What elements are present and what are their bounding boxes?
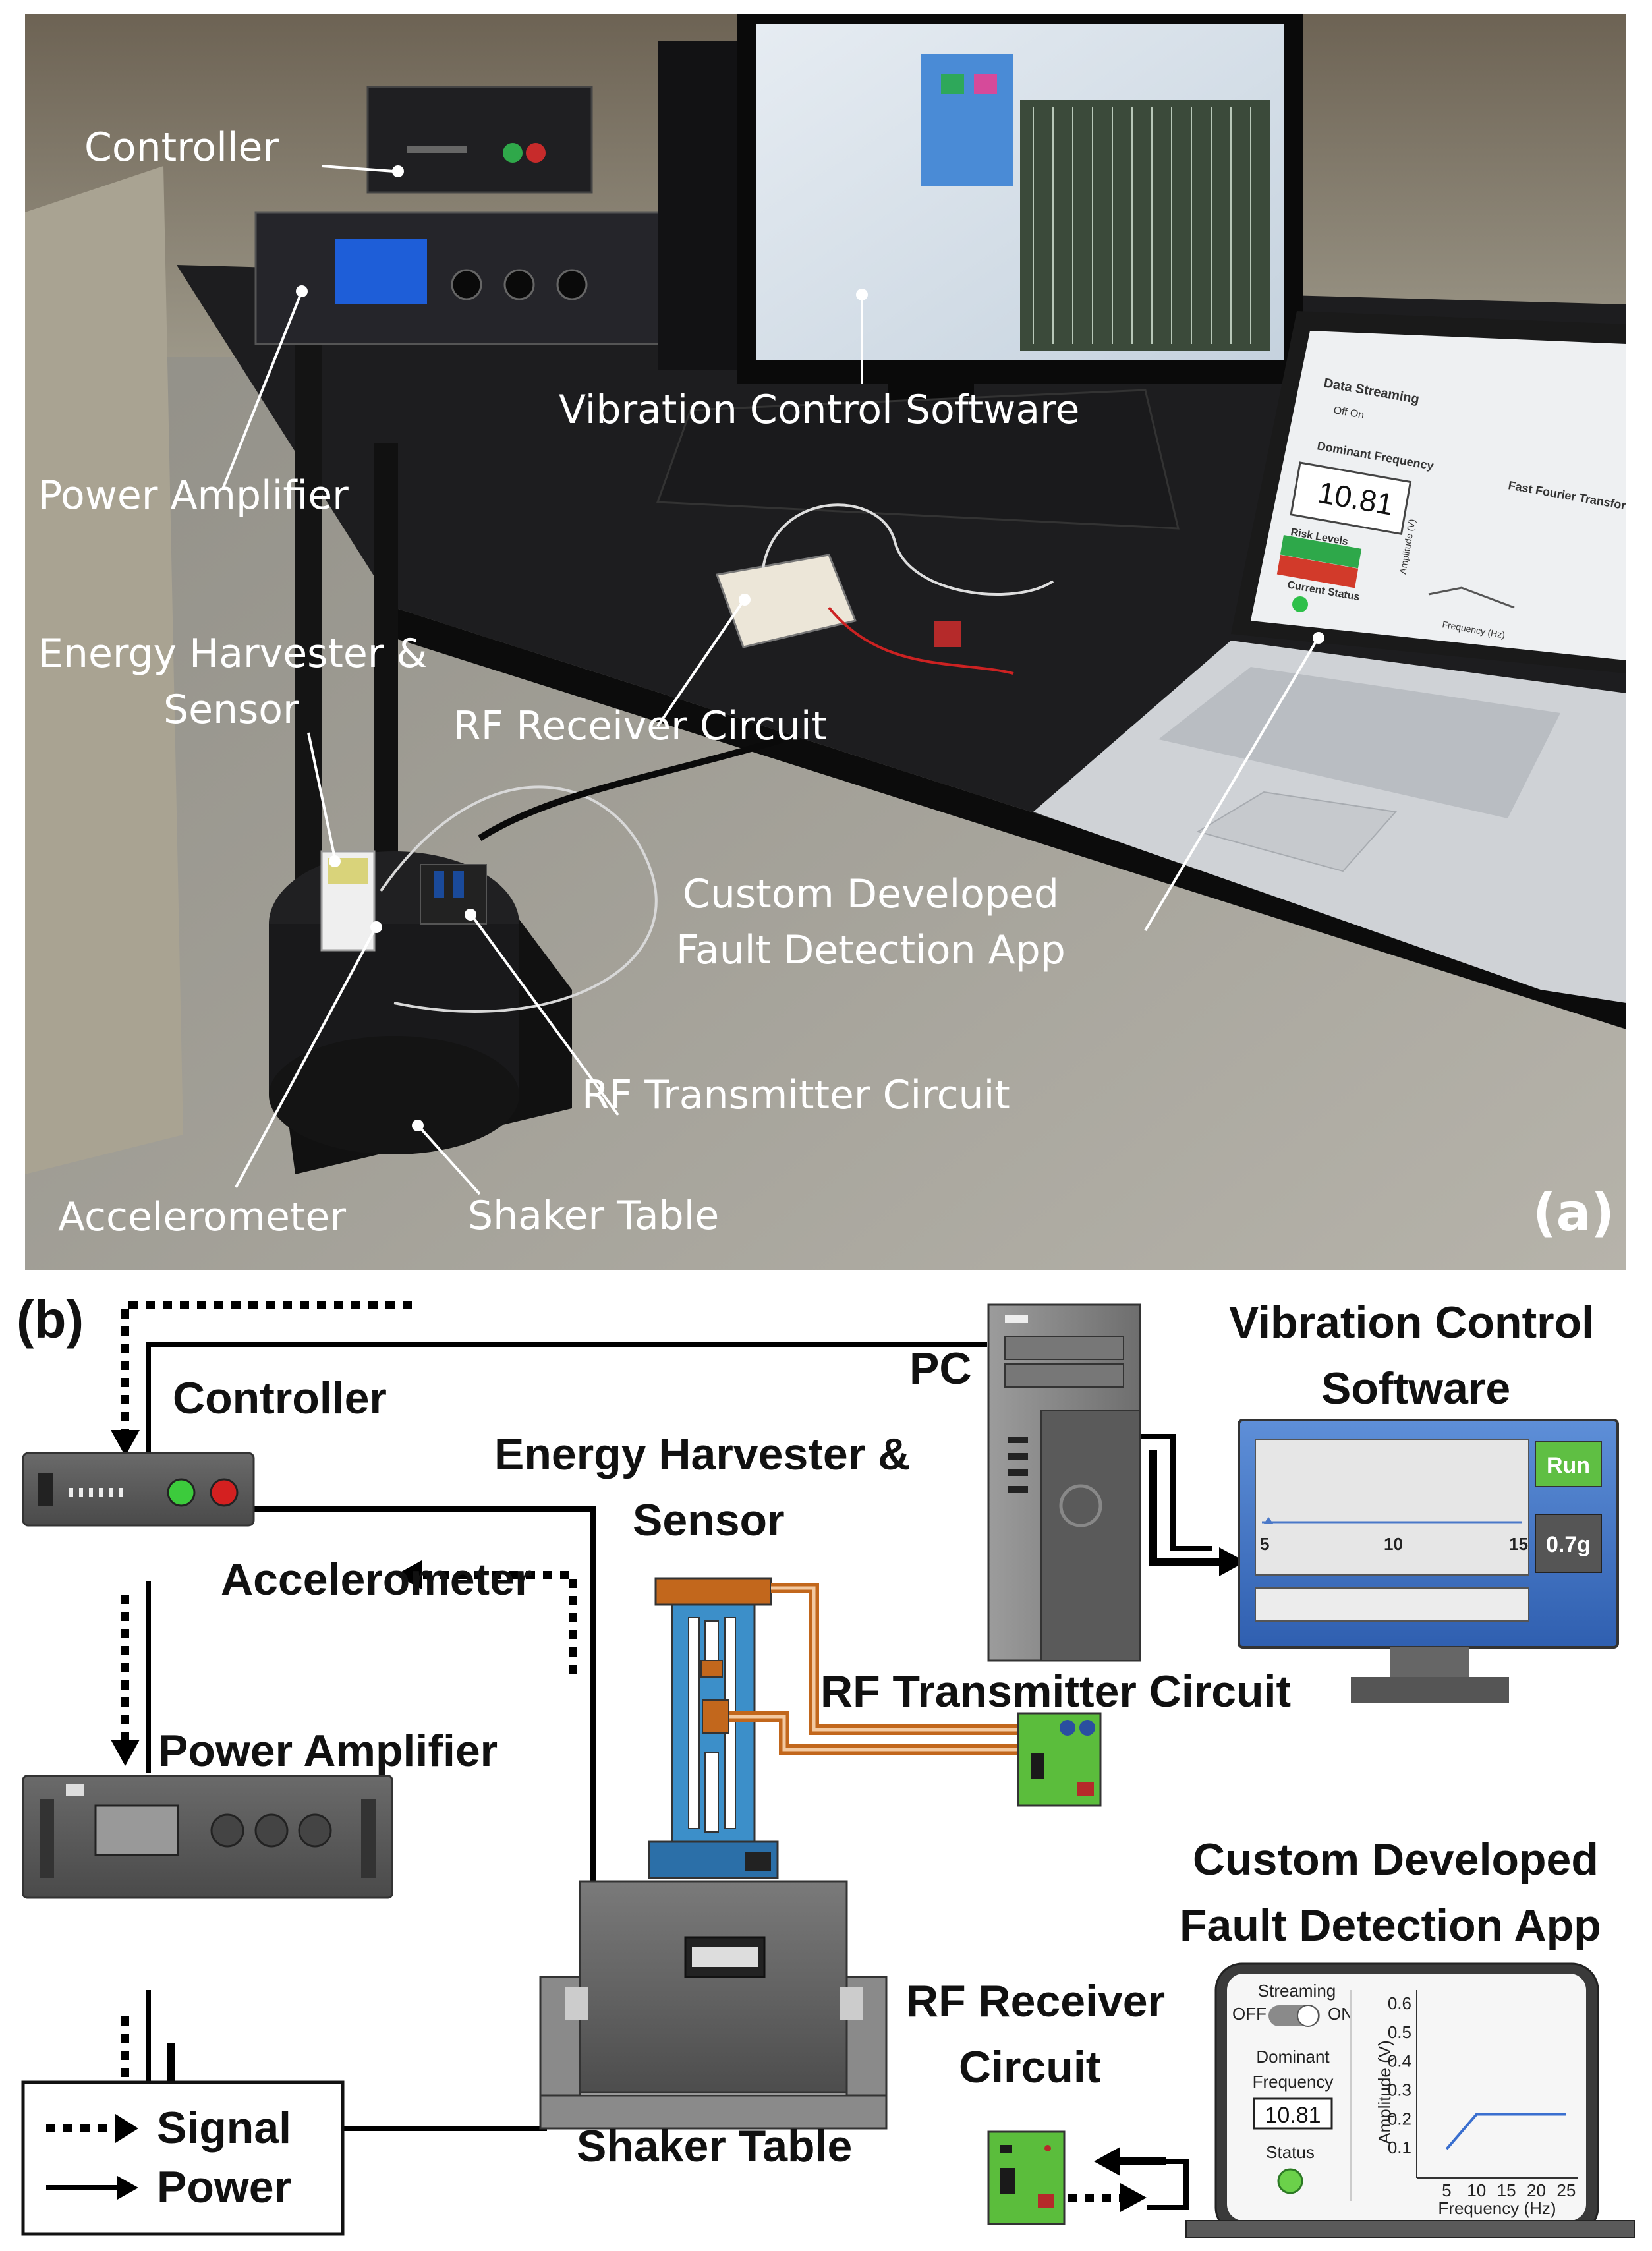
app-x-axis-title: Frequency (Hz) — [1438, 2198, 1556, 2218]
rf-receiver-board — [987, 2130, 1066, 2225]
app-y-axis-title: Amplitude (V) — [1375, 2040, 1394, 2144]
panel-a-tag: (a) — [1533, 1183, 1614, 1243]
app-x-tick: 5 — [1442, 2180, 1451, 2200]
label-controller: Controller — [84, 125, 279, 171]
label-power-amplifier: Power Amplifier — [38, 472, 349, 519]
legend-signal: Signal — [157, 2103, 291, 2153]
label-vibration-software: Vibration Control Software — [559, 387, 1079, 433]
label-app-2: Fault Detection App — [676, 927, 1066, 973]
controller-box — [22, 1452, 255, 1527]
app-mini-chart — [1416, 1990, 1578, 2179]
label-eh-2: Sensor — [633, 1495, 785, 1545]
run-button-label: Run — [1547, 1453, 1590, 1478]
label-eh-1: Energy Harvester & — [494, 1429, 910, 1479]
app-toggle-off: OFF — [1232, 2004, 1267, 2024]
label-shaker-table-b: Shaker Table — [577, 2121, 852, 2171]
label-shaker-table: Shaker Table — [468, 1193, 719, 1239]
run-button[interactable] — [1535, 1441, 1602, 1487]
label-power-amplifier-b: Power Amplifier — [158, 1726, 498, 1776]
label-vcs-1: Vibration Control — [1229, 1297, 1594, 1348]
gauge-box — [1535, 1514, 1602, 1573]
label-controller-b: Controller — [173, 1373, 387, 1423]
power-amplifier-device — [254, 211, 685, 345]
app-x-tick: 20 — [1527, 2180, 1546, 2200]
app-status-indicator — [1277, 2168, 1303, 2194]
app-y-tick: 0.4 — [1388, 2051, 1411, 2071]
legend-power: Power — [157, 2162, 291, 2212]
energy-harvester-sensor — [648, 1577, 779, 1879]
diagram-panel-b: (b) Controller — [16, 1290, 1635, 2238]
app-dominant-value: 10.81 — [1265, 2103, 1321, 2128]
power-arrow-pc-monitor — [1149, 1450, 1219, 1566]
label-rf-receiver: RF Receiver Circuit — [453, 703, 827, 749]
shaker-device — [269, 736, 784, 1174]
monitor-device — [737, 14, 1303, 410]
label-energy-harvester-2: Sensor — [163, 687, 299, 733]
power-amplifier-box — [22, 1775, 393, 1899]
rf-receiver-breadboard — [715, 503, 1054, 675]
pc-tower — [987, 1303, 1141, 1662]
app-y-tick: 0.2 — [1388, 2109, 1411, 2128]
label-rf-transmitter: RF Transmitter Circuit — [582, 1072, 1010, 1118]
label-energy-harvester-1: Energy Harvester & — [38, 631, 427, 677]
app-y-tick: 0.3 — [1388, 2080, 1411, 2099]
label-app-2-b: Fault Detection App — [1180, 1900, 1601, 1951]
legend — [21, 2080, 345, 2236]
label-rf-receiver-2: Circuit — [959, 2042, 1100, 2092]
monitor-tick-10: 10 — [1384, 1534, 1403, 1554]
app-x-tick: 15 — [1497, 2180, 1516, 2200]
laptop-device: Data Streaming Off On Dominant Frequency… — [1033, 311, 1626, 1003]
monitor-tick-5: 5 — [1260, 1534, 1269, 1554]
keyboard — [656, 389, 1180, 530]
app-toggle-on: ON — [1328, 2004, 1353, 2024]
app-y-tick: 0.6 — [1388, 1993, 1411, 2013]
app-y-tick: 0.1 — [1388, 2138, 1411, 2157]
panel-b-tag: (b) — [16, 1290, 84, 1349]
rf-transmitter-board — [1017, 1712, 1102, 1807]
app-dominant-box — [1253, 2097, 1333, 2130]
fault-app-laptop — [1185, 1962, 1635, 2238]
gauge-value: 0.7g — [1546, 1532, 1591, 1557]
label-accelerometer: Accelerometer — [58, 1194, 346, 1240]
vibration-monitor — [1238, 1419, 1619, 1703]
monitor-tick-15: 15 — [1509, 1534, 1528, 1554]
label-pc: PC — [909, 1344, 971, 1394]
label-rf-receiver-1: RF Receiver — [906, 1976, 1165, 2026]
photo-panel-a: Data Streaming Off On Dominant Frequency… — [25, 14, 1626, 1270]
app-dominant-1: Dominant — [1256, 2047, 1330, 2066]
app-x-tick: 10 — [1467, 2180, 1486, 2200]
app-streaming-label: Streaming — [1258, 1981, 1336, 2001]
label-accelerometer-b: Accelerometer — [221, 1554, 532, 1605]
label-app-1-b: Custom Developed — [1193, 1835, 1599, 1885]
label-app-1: Custom Developed — [683, 871, 1059, 917]
controller-device — [366, 86, 593, 194]
app-y-tick: 0.5 — [1388, 2022, 1411, 2042]
label-vcs-2: Software — [1321, 1363, 1510, 1413]
power-arrow-receiver — [1094, 2147, 1120, 2176]
app-dominant-2: Frequency — [1253, 2072, 1334, 2092]
shaker-table-b — [539, 1880, 888, 2130]
app-status-label: Status — [1266, 2142, 1315, 2162]
app-x-tick: 25 — [1556, 2180, 1576, 2200]
label-rf-transmitter-b: RF Transmitter Circuit — [820, 1667, 1291, 1717]
